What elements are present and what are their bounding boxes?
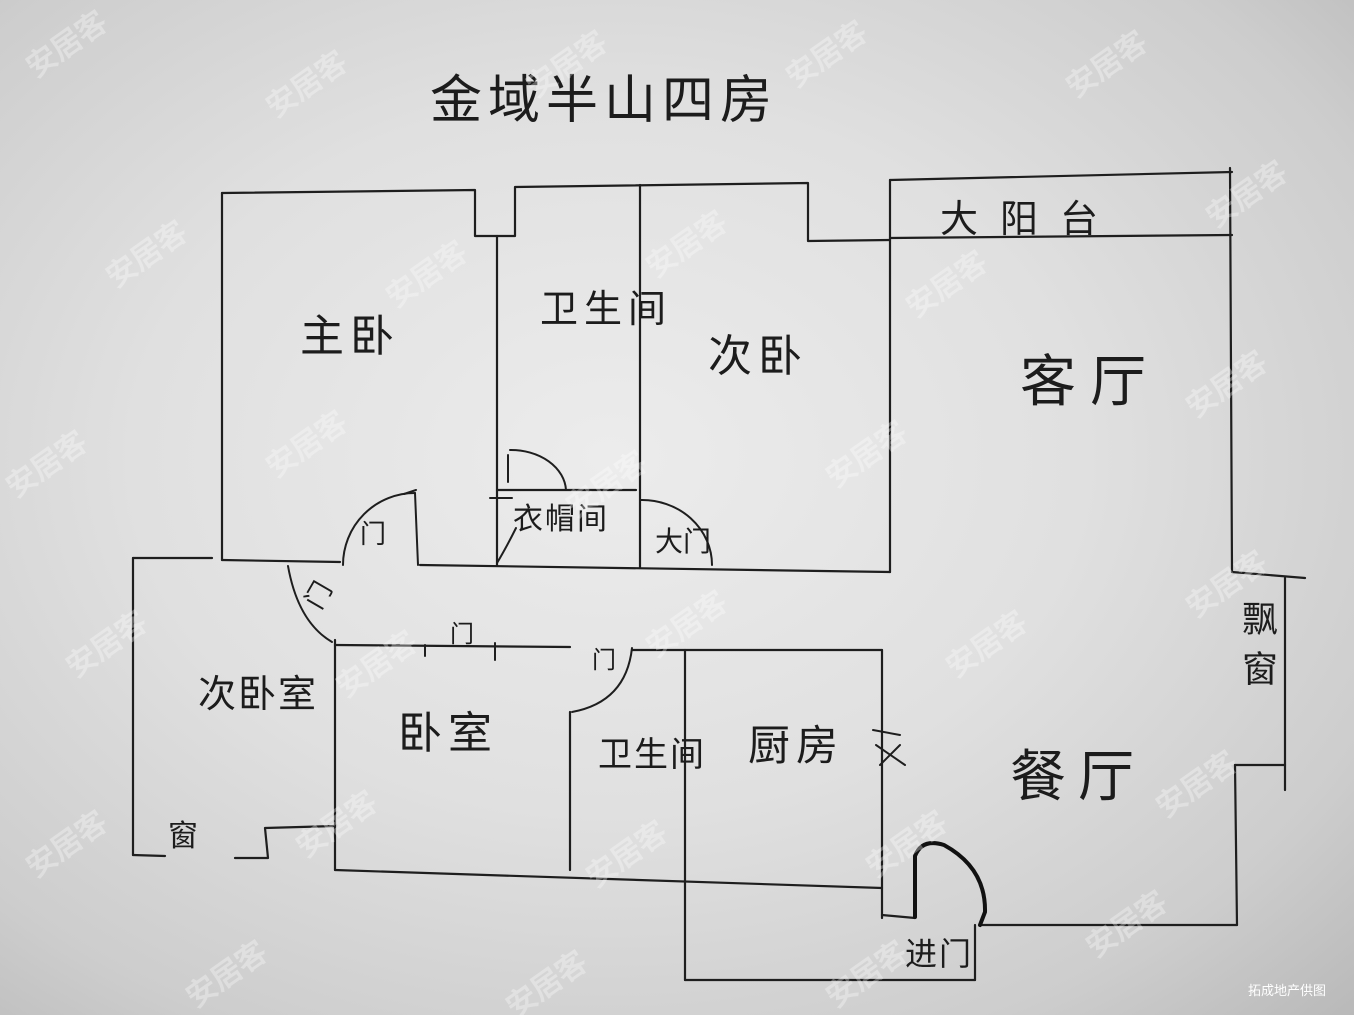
cloak-door-swing <box>496 527 517 564</box>
window-label-left: 窗 <box>168 819 204 854</box>
master-bottom-wall <box>220 558 342 564</box>
room-label-dining-room: 餐厅 <box>1010 745 1146 810</box>
master-door-leaf <box>414 492 419 566</box>
room-label-second-bedroom-left: 次卧室 <box>198 672 319 716</box>
window-label-bay: 飘窗 <box>1236 600 1277 700</box>
room-label-bedroom: 卧室 <box>398 708 498 759</box>
room-label-cloakroom: 衣帽间 <box>513 502 609 537</box>
bedroom-top-wall <box>333 643 572 649</box>
bay-window-top <box>1230 570 1307 580</box>
balcony-top-wall <box>888 170 1234 182</box>
entry-step <box>880 913 917 920</box>
entrance-door-swing <box>913 841 988 927</box>
door-label-bathroom: 门 <box>592 646 622 674</box>
left-room-bottom-wall-a <box>131 853 167 858</box>
room-label-second-bedroom: 次卧 <box>708 331 808 382</box>
top-rooms-bottom-wall <box>418 563 892 574</box>
door-label-bedroom: 门 <box>450 620 480 648</box>
door-label-big: 大门 <box>655 525 712 558</box>
dining-right-wall <box>1233 763 1239 927</box>
room-label-bathroom-bottom: 卫生间 <box>598 735 706 775</box>
image-credit: 拓成地产供图 <box>1248 984 1327 999</box>
top-outer-wall <box>220 181 892 243</box>
room-label-balcony: 大阳台 <box>940 197 1121 241</box>
master-door-swing <box>342 492 416 566</box>
lower-bottom-wall <box>333 868 884 890</box>
room-label-living-room: 客厅 <box>1020 350 1160 415</box>
living-right-wall <box>1228 166 1234 574</box>
room-label-kitchen: 厨房 <box>748 721 845 770</box>
kitchen-window-mark <box>872 729 906 766</box>
bath-door-swing <box>509 448 567 491</box>
door-label-master: 门 <box>360 520 393 550</box>
left-room-bottom-wall-b <box>233 824 337 860</box>
door-label-entrance: 进门 <box>905 935 974 973</box>
left-door-swing <box>287 565 333 643</box>
room-label-bathroom-top: 卫生间 <box>540 287 673 331</box>
big-door-swing <box>639 498 713 566</box>
page-title: 金域半山四房 <box>430 71 779 131</box>
bathroom-door-swing <box>571 647 633 713</box>
balcony-bottom-wall <box>888 233 1234 240</box>
room-label-master-bedroom: 主卧 <box>300 311 400 362</box>
